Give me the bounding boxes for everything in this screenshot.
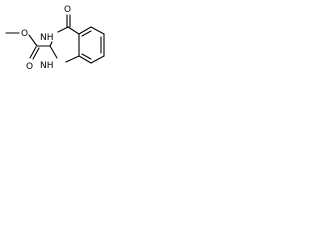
- bond-ester-co-1: [29, 46, 37, 59]
- bond-c4-n3: [57, 26, 69, 33]
- molecule-structure: O NH NH O O: [0, 0, 111, 93]
- bond-c5-c6: [90, 26, 105, 35]
- bond-n3-c2: [49, 41, 53, 47]
- bond-c8-c8a: [78, 55, 92, 64]
- carbonyl-oxygen-label: O: [64, 5, 71, 15]
- bond-ester-c-o: [28, 34, 38, 47]
- ester-single-oxygen-label: O: [21, 29, 28, 39]
- bond-c2-n1: [49, 45, 58, 59]
- bond-lines: [5, 14, 105, 64]
- ester-double-oxygen-label: O: [26, 62, 33, 72]
- bond-ester-co-2: [32, 47, 40, 60]
- nh-bottom-label: NH: [40, 61, 54, 71]
- nh-top-label: NH: [40, 33, 54, 43]
- bond-c7-c8: [90, 55, 105, 64]
- bond-c4a-c5: [78, 26, 92, 35]
- bond-aromatic-inner-3: [81, 53, 92, 60]
- bond-n1-c8a: [65, 55, 80, 63]
- molecule-svg: O NH NH O O: [5, 5, 105, 72]
- bond-c4-c4a: [67, 26, 80, 35]
- bond-aromatic-inner-1: [81, 30, 92, 37]
